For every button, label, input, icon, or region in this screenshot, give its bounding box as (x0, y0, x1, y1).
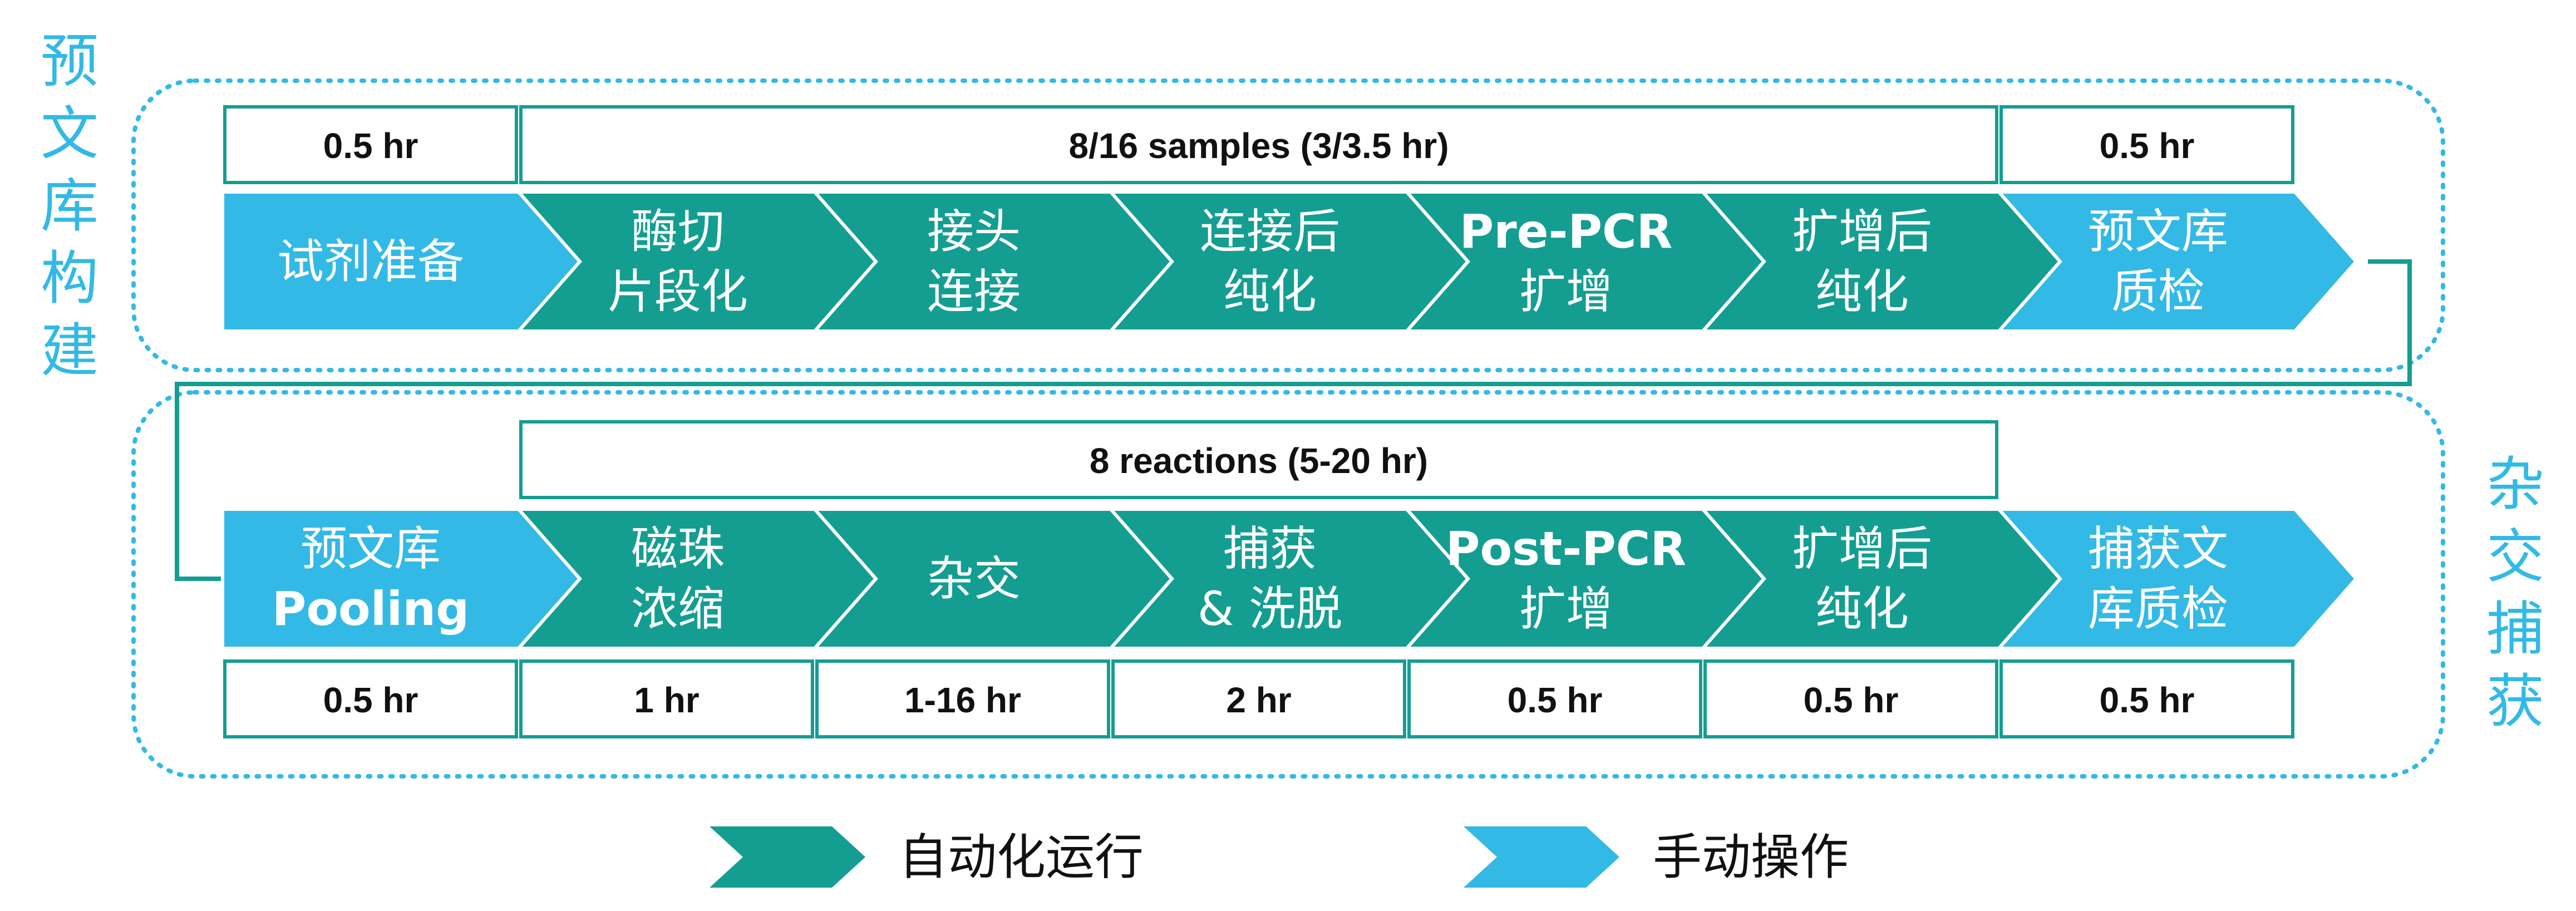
row2-time-box-0: 0.5 hr (223, 659, 518, 738)
capture-group-outline (131, 390, 2445, 779)
row2-step-2-line-0: 杂交 (927, 551, 1021, 606)
legend-label-auto: 自动化运行 (899, 829, 1144, 886)
row2-header-box: 8 reactions (5-20 hr) (519, 420, 1998, 499)
capture-label-char-0: 杂 (2486, 450, 2544, 518)
legend: 自动化运行 手动操作 (710, 826, 1849, 888)
row2-time-box-5-label: 0.5 hr (1804, 680, 1899, 720)
row2-step-6-line-1: 库质检 (2088, 582, 2228, 636)
row2-step-6-chevron (1995, 508, 2358, 650)
row1-step-4-line-1: 扩增 (1519, 264, 1613, 319)
row2-time-box-0-frame (223, 659, 518, 738)
row2-time-box-1-label: 1 hr (634, 680, 699, 720)
row2-step-0-line-0: 预文库 (301, 521, 441, 576)
library-prep-label-char-3: 构 (41, 244, 98, 312)
library-prep-label-char-2: 库 (41, 172, 98, 240)
legend-item-manual: 手动操作 (1464, 826, 1849, 888)
row2-step-1-line-1: 浓缩 (631, 582, 725, 636)
row2-step-0-line-1: Pooling (272, 582, 470, 636)
row1-step-5-line-0: 扩增后 (1792, 204, 1932, 259)
row2-time-box-1: 1 hr (519, 659, 814, 738)
row1-time-boxes: 0.5 hr 8/16 samples (3/3.5 hr) 0.5 hr (223, 105, 2294, 184)
row2-step-4: Post-PCR 扩增 (1403, 508, 1766, 650)
row2-time-box-3-frame (1111, 659, 1406, 738)
row2-header-time-box-frame (519, 420, 1998, 499)
legend-item-auto: 自动化运行 (710, 826, 1144, 888)
row1-step-0-line-0: 试剂准备 (277, 234, 464, 289)
row1-step-2-line-0: 接头 (927, 204, 1021, 259)
row1-time-box-1-label: 8/16 samples (3/3.5 hr) (1068, 126, 1449, 166)
row1-step-4-line-0: Pre-PCR (1460, 204, 1673, 259)
row2-time-box-3: 2 hr (1111, 659, 1406, 738)
capture-label-char-3: 获 (2486, 667, 2544, 735)
row1-step-1-line-0: 酶切 (631, 204, 725, 259)
row1-time-box-2-frame (1999, 105, 2294, 184)
row2-time-box-5-frame (1703, 659, 1998, 738)
row2-time-box-4: 0.5 hr (1407, 659, 1702, 738)
row2-step-5-line-1: 纯化 (1815, 582, 1909, 636)
row2-time-box-2: 1-16 hr (815, 659, 1110, 738)
row1-step-3-line-0: 连接后 (1200, 204, 1340, 259)
row2-time-box-4-label: 0.5 hr (1508, 680, 1603, 720)
library-prep-label-char-1: 文 (41, 100, 98, 168)
row1-step-5-line-1: 纯化 (1815, 264, 1909, 319)
row1-step-0: 试剂准备 (221, 190, 582, 333)
row2-time-box-6-label: 0.5 hr (2100, 680, 2195, 720)
row1-step-2-line-1: 连接 (927, 264, 1021, 319)
row2-header-time-box-label: 8 reactions (5-20 hr) (1090, 441, 1428, 481)
row1-time-box-2: 0.5 hr (1999, 105, 2294, 184)
row1-time-box-0: 0.5 hr (223, 105, 518, 184)
row-connector-arrow (175, 259, 2412, 581)
row1-time-box-1: 8/16 samples (3/3.5 hr) (519, 105, 1998, 184)
row2-time-box-2-label: 1-16 hr (904, 680, 1021, 720)
row1-time-box-0-frame (223, 105, 518, 184)
library-prep-label-char-4: 建 (41, 317, 98, 385)
legend-swatch-auto (710, 826, 865, 888)
row1-step-3-line-1: 纯化 (1223, 264, 1317, 319)
row2-step-3-line-0: 捕获 (1223, 521, 1317, 576)
row2-step-3-line-1: & 洗脱 (1198, 582, 1342, 636)
row2-time-box-5: 0.5 hr (1703, 659, 1998, 738)
row2-time-box-4-frame (1407, 659, 1702, 738)
row2-step-5-line-0: 扩增后 (1792, 521, 1932, 576)
row2-time-box-1-frame (519, 659, 814, 738)
row1-step-6-chevron (1995, 190, 2358, 333)
row2-time-box-0-label: 0.5 hr (323, 680, 418, 720)
library-prep-group-outline (131, 78, 2445, 372)
row1-time-box-2-label: 0.5 hr (2100, 126, 2195, 166)
row1-time-box-1-frame (519, 105, 1998, 184)
row2-time-box-6-frame (1999, 659, 2294, 738)
row2-step-4-line-1: 扩增 (1519, 582, 1613, 636)
row2-step-0: 预文库 Pooling (221, 508, 582, 650)
row2-step-2: 杂交 (811, 508, 1174, 650)
capture-label-char-1: 交 (2486, 523, 2544, 590)
row1-step-6-line-0: 预文库 (2088, 204, 2228, 259)
row2-time-box-2-frame (815, 659, 1110, 738)
row2-step-4-line-0: Post-PCR (1446, 521, 1686, 576)
row2-time-box-3-label: 2 hr (1226, 680, 1291, 720)
row2-step-6-line-0: 捕获文 (2088, 521, 2228, 576)
row1-time-box-0-label: 0.5 hr (323, 126, 418, 166)
library-prep-label-char-0: 预 (41, 27, 98, 95)
row1-step-6-line-1: 质检 (2111, 264, 2205, 319)
row2-header-time-box: 8 reactions (5-20 hr) (519, 420, 1998, 499)
row1-step-1-line-1: 片段化 (608, 264, 748, 319)
legend-label-manual: 手动操作 (1653, 829, 1849, 886)
legend-swatch-manual (1464, 826, 1619, 888)
capture-label-char-2: 捕 (2486, 595, 2544, 663)
row2-time-boxes: 0.5 hr 1 hr 1-16 hr 2 hr 0.5 hr 0.5 hr 0.5 hr (223, 659, 2294, 738)
row2-time-box-6: 0.5 hr (1999, 659, 2294, 738)
row2-step-1-line-0: 磁珠 (631, 521, 725, 576)
